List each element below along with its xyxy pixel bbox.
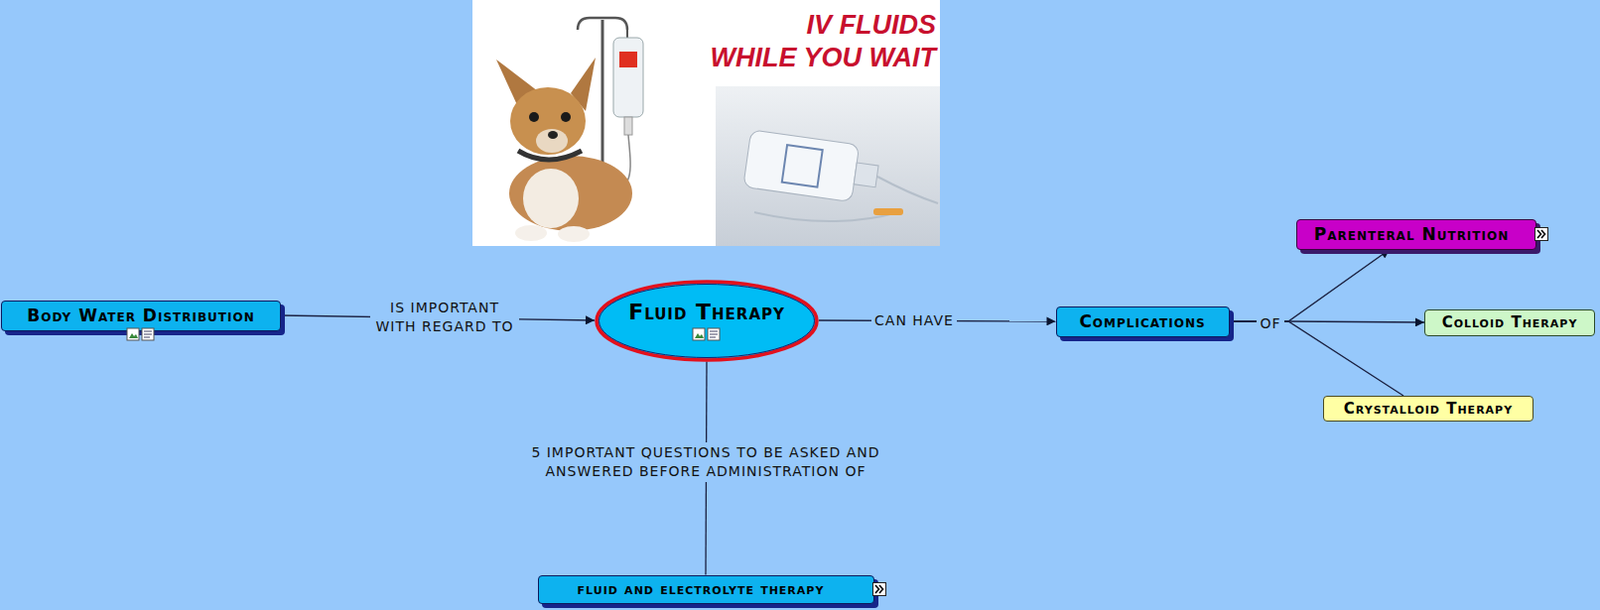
dog-eye	[529, 112, 539, 123]
poster-text: IV FLUIDS	[805, 9, 936, 41]
picture-ground	[472, 0, 940, 247]
bottle-body	[743, 130, 860, 203]
dog-collar	[518, 150, 582, 160]
poster-text: WHILE YOU WAIT	[710, 42, 937, 74]
linking-phrase: 5 IMPORTANT QUESTIONS TO BE ASKED AND AN…	[507, 442, 905, 483]
concept-box: Parenteral Nutrition	[1296, 219, 1537, 251]
node-text: Parenteral Nutrition	[1314, 224, 1509, 245]
dog-nose	[547, 131, 558, 139]
dog-paw	[515, 225, 547, 242]
connector	[1229, 250, 1391, 323]
link-icon-chevrons	[875, 585, 884, 594]
node-text: Complications	[1078, 311, 1205, 332]
dog-chest	[523, 168, 579, 229]
image-icon	[127, 328, 139, 341]
bottle-label	[782, 144, 823, 188]
drip-chamber	[624, 117, 633, 135]
dog-paw	[557, 226, 590, 243]
node-text: Colloid Therapy	[1442, 313, 1579, 332]
node-text: fluid and electrolyte therapy	[577, 580, 825, 599]
concept-box: Colloid Therapy	[1424, 309, 1596, 337]
connector	[1229, 321, 1405, 397]
ellipse-fill	[596, 281, 817, 361]
node-text: Body Water Distribution	[26, 305, 255, 326]
image-icon-mark	[129, 333, 138, 339]
link-icon	[1534, 227, 1549, 242]
link-icon-frame	[1535, 228, 1549, 242]
note-icon-lines	[143, 331, 152, 338]
node-text: Fluid Therapy	[628, 299, 786, 326]
image-icon-mark	[694, 333, 704, 339]
photo-ground	[715, 86, 940, 247]
tube-clamp	[873, 208, 904, 216]
dog-head	[510, 87, 586, 155]
dog	[496, 57, 633, 243]
bag-label	[619, 51, 638, 68]
ellipse-inner-line	[599, 283, 815, 358]
node-text: Crystalloid Therapy	[1343, 400, 1513, 418]
link-icon-frame	[872, 583, 886, 597]
linking-phrase: OF	[1256, 313, 1284, 335]
linking-phrase: IS IMPORTANT WITH REGARD TO	[370, 297, 520, 338]
link-icon	[872, 582, 887, 597]
dog-eye	[560, 112, 571, 123]
image-icon	[692, 328, 705, 341]
bottle-cap	[853, 162, 879, 188]
note-icon	[141, 328, 154, 341]
concept-box: Body Water Distribution	[0, 300, 281, 332]
iv-hook	[577, 17, 628, 30]
resource-icons	[126, 327, 156, 342]
resource-icons	[691, 327, 722, 342]
note-icon	[707, 328, 720, 341]
concept-box: fluid and electrolyte therapy	[537, 575, 875, 605]
iv-hook	[626, 29, 629, 38]
link-icon-chevrons	[1537, 230, 1546, 239]
note-icon-lines	[709, 331, 718, 338]
concept-ellipse: Fluid Therapy	[594, 279, 819, 363]
concept-box: Complications	[1056, 306, 1230, 338]
tubing	[877, 176, 938, 204]
dog-muzzle	[535, 129, 568, 153]
iv-bag	[613, 37, 644, 118]
linking-phrase: CAN HAVE	[871, 310, 957, 332]
fluid-bottle	[743, 130, 882, 206]
concept-box: Crystalloid Therapy	[1323, 396, 1534, 422]
dog-body	[509, 155, 633, 232]
